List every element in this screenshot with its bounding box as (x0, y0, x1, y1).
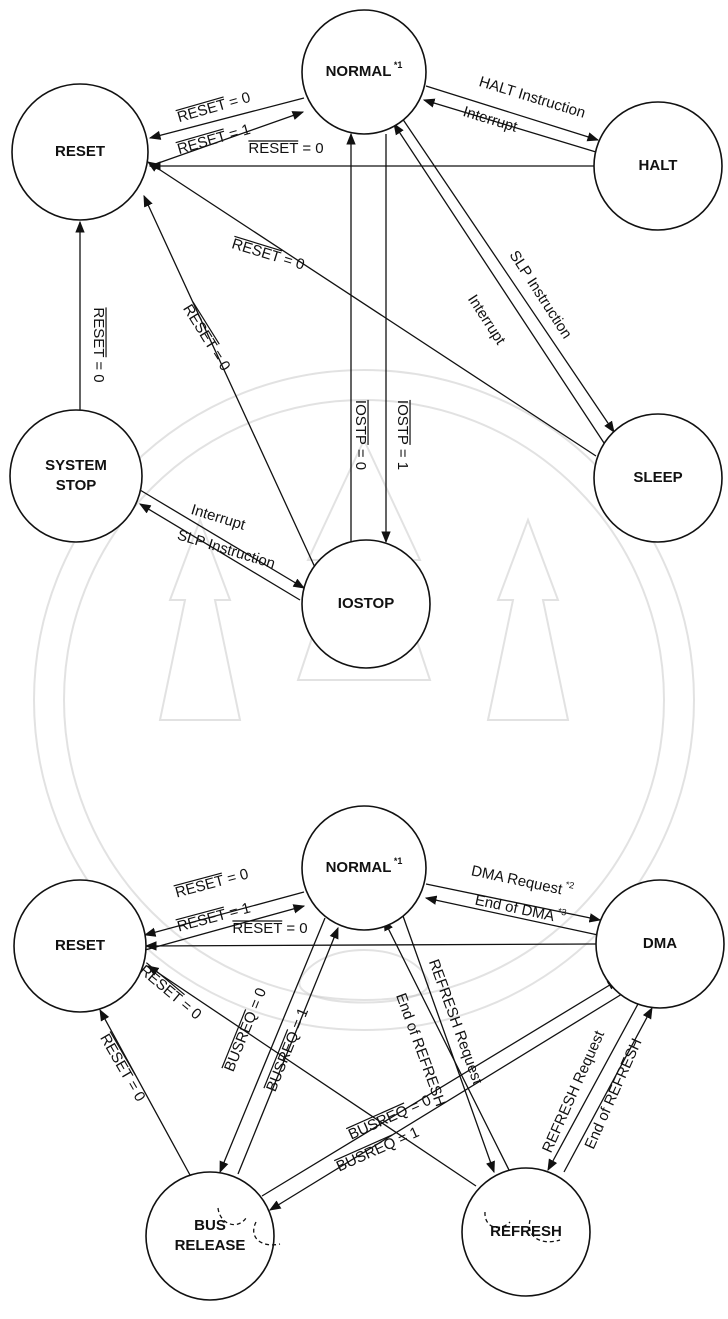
svg-text:SLP Instruction: SLP Instruction (506, 248, 576, 342)
top-label-iostp-10: IOSTP = 0 (352, 399, 369, 470)
top-edge-normal-to-halt (425, 85, 600, 142)
top-edge-normal-to-reset (148, 97, 305, 140)
svg-text:SLP Instruction: SLP Instruction (175, 527, 277, 573)
svg-text:BUSREQ = 0: BUSREQ = 0 (221, 985, 270, 1074)
top-edge-sleep-to-normal (393, 123, 607, 447)
svg-text:RESET = 0: RESET = 0 (136, 962, 205, 1023)
top-state-label-iostop: IOSTOP (338, 595, 394, 612)
top-label-iostp-11: IOSTP = 1 (394, 399, 411, 470)
top-label-interrupt-12: Interrupt (189, 501, 248, 534)
bottom-edge-bus_release-to-dma (261, 979, 620, 1197)
bottom-edge-reset-to-normal (144, 904, 306, 951)
top-label-interrupt-6: Interrupt (464, 292, 509, 349)
top-label-reset-9: RESET = 0 (179, 301, 233, 374)
bottom-edge-normal-to-refresh (402, 915, 495, 1174)
svg-text:IOSTP = 1: IOSTP = 1 (394, 400, 411, 470)
top-state-label-sleep: SLEEP (633, 469, 682, 486)
top-edge-normal-to-sleep (401, 117, 615, 433)
bottom-label-reset-6: RESET = 0 (96, 1031, 148, 1105)
top-state-halt: HALT (593, 101, 723, 231)
top-label-interrupt-4: Interrupt (461, 103, 520, 136)
top-label-reset-1: RESET = 1 (175, 121, 252, 158)
bottom-diagram-edges (99, 883, 653, 1211)
bottom-state-refresh: REFRESH (461, 1167, 591, 1297)
bottom-state-label-normal: NORMAL *1 (326, 856, 403, 876)
bottom-edge-dma-to-bus_release (269, 993, 623, 1211)
bottom-edge-bus_release-to-reset (99, 1008, 191, 1176)
bottom-edge-dma-to-reset (144, 941, 597, 951)
bottom-state-label-reset: RESET (55, 937, 105, 954)
top-label-reset-0: RESET = 0 (175, 89, 252, 126)
top-state-label-normal: NORMAL *1 (326, 60, 403, 80)
top-state-label-halt: HALT (639, 157, 678, 174)
top-edge-iostop-to-reset (143, 194, 319, 575)
bottom-diagram-states: NORMAL *1 RESET DMA BUS RELEASE REFRESH (13, 805, 725, 1301)
svg-text:RESET = 0: RESET = 0 (96, 1031, 148, 1105)
bottom-label-reset-2: RESET = 0 (232, 920, 308, 937)
top-label-slp-instruction-13: SLP Instruction (175, 527, 277, 573)
bottom-label-reset-0: RESET = 0 (173, 866, 250, 902)
svg-text:RESET = 0: RESET = 0 (90, 307, 107, 382)
bottom-edge-refresh-to-reset (147, 965, 477, 1187)
bottom-state-bus-release: BUS RELEASE (145, 1171, 275, 1301)
top-state-label-system-stop: STOP (56, 477, 97, 494)
bottom-label-end-of-refresh-10: End of REFRESH (392, 991, 449, 1109)
bottom-edge-refresh-to-dma (563, 1006, 653, 1173)
bottom-edge-normal-to-bus_release (219, 917, 326, 1174)
svg-text:Interrupt: Interrupt (464, 292, 509, 349)
svg-text:RESET = 0: RESET = 0 (232, 920, 307, 937)
bottom-label-busreq-7: BUSREQ = 0 (221, 985, 270, 1074)
svg-text:IOSTP = 0: IOSTP = 0 (352, 400, 369, 470)
svg-text:End of REFRESH: End of REFRESH (392, 991, 449, 1109)
bottom-state-reset: RESET (13, 879, 147, 1013)
top-state-iostop: IOSTOP (301, 539, 431, 669)
top-state-label-reset: RESET (55, 143, 105, 160)
bottom-state-label-bus-release: BUS (194, 1217, 226, 1234)
top-state-label-system-stop: SYSTEM (45, 457, 107, 474)
bottom-label-reset-5: RESET = 0 (136, 962, 205, 1023)
bottom-state-dma: DMA (595, 879, 725, 1009)
watermark-seal (33, 369, 695, 1031)
bottom-state-label-refresh: REFRESH (490, 1223, 562, 1240)
top-edge-halt-to-normal (422, 98, 597, 153)
bottom-state-label-bus-release: RELEASE (175, 1237, 246, 1254)
top-state-system-stop: SYSTEM STOP (9, 409, 143, 543)
top-state-sleep: SLEEP (593, 413, 723, 543)
top-edge-reset-to-normal (149, 111, 305, 167)
svg-text:RESET = 0: RESET = 0 (248, 140, 323, 157)
bottom-state-normal: NORMAL *1 (301, 805, 427, 931)
bottom-edge-refresh-to-normal (383, 918, 511, 1173)
bottom-edge-dma-to-normal (424, 895, 599, 936)
svg-text:Interrupt: Interrupt (461, 103, 520, 136)
bottom-edge-dma-to-refresh (547, 1003, 639, 1172)
svg-text:RESET = 0: RESET = 0 (179, 301, 233, 374)
top-state-normal: NORMAL *1 (301, 9, 427, 135)
top-edge-sleep-to-reset (147, 161, 597, 457)
svg-text:Interrupt: Interrupt (189, 501, 248, 534)
top-edge-system_stop-to-iostop (139, 489, 306, 589)
bottom-state-label-dma: DMA (643, 935, 677, 952)
bottom-edge-bus_release-to-normal (237, 926, 339, 1175)
top-edge-iostop-to-system_stop (138, 503, 301, 601)
top-state-reset: RESET (11, 83, 149, 221)
top-label-reset-2: RESET = 0 (248, 140, 324, 157)
top-label-slp-instruction-5: SLP Instruction (506, 248, 576, 342)
bottom-edge-normal-to-dma (425, 883, 602, 923)
dashed-arc-markers (217, 1207, 561, 1246)
top-diagram-states: NORMAL *1 RESET HALT SLEEP SYSTEM STOP IOSTOP (9, 9, 723, 669)
top-diagram-edges (75, 85, 615, 601)
top-label-reset-8: RESET = 0 (90, 307, 107, 383)
bottom-edge-normal-to-reset (143, 891, 305, 937)
